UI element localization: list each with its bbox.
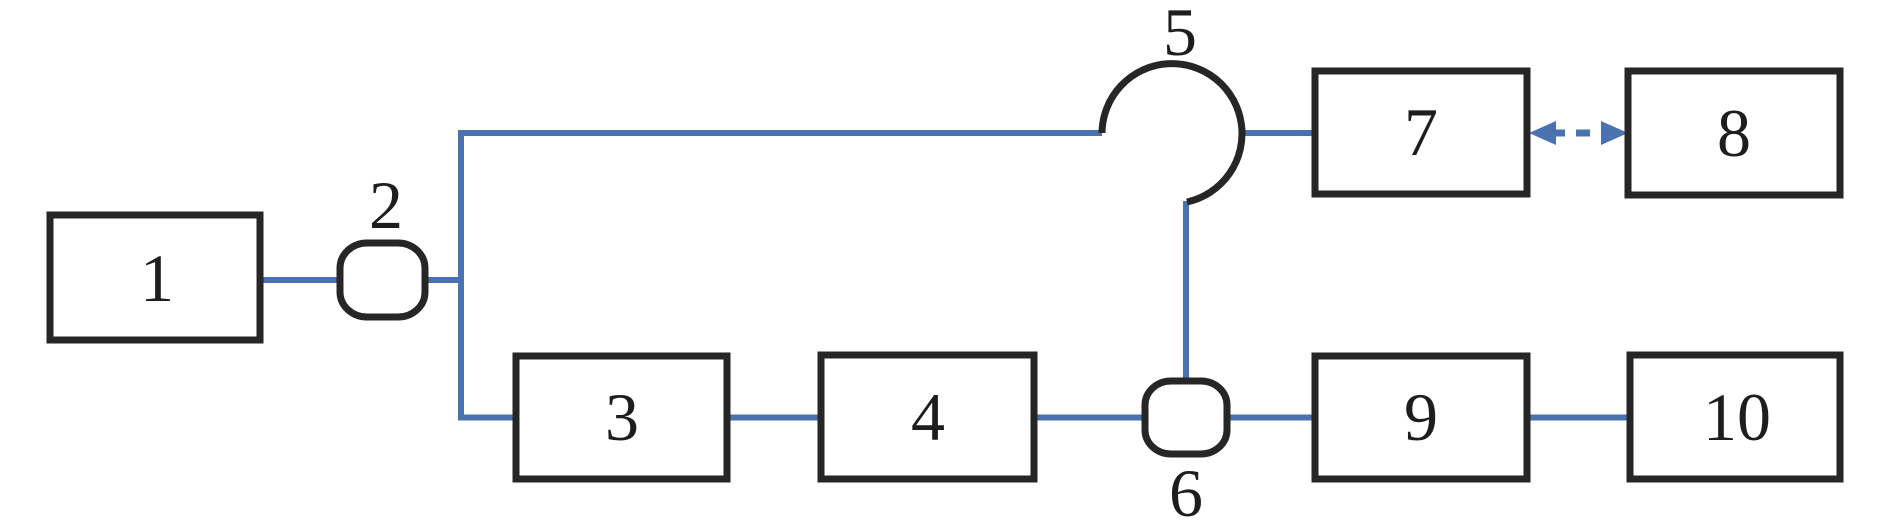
node-7-box <box>1311 67 1531 198</box>
node-8-label: 8 <box>1717 95 1751 171</box>
node-5-label: 5 <box>1163 0 1197 70</box>
node-10-box <box>1626 351 1844 483</box>
node-9-label: 9 <box>1404 379 1438 455</box>
node-4-box <box>817 351 1038 483</box>
connector-junction-to-5-top-line <box>458 130 1102 421</box>
node-7-label: 7 <box>1404 94 1438 170</box>
dashed-double-arrow-7-8 <box>1529 121 1628 145</box>
node-3-box <box>512 352 731 483</box>
node-10-label: 10 <box>1703 379 1771 455</box>
node-1-box <box>46 211 264 344</box>
node-8-box <box>1624 67 1844 199</box>
node-5-loop <box>1098 60 1246 206</box>
node-1-label: 1 <box>140 240 174 316</box>
node-labels: 1 2 3 4 5 6 7 8 9 10 <box>140 0 1771 531</box>
node-3-label: 3 <box>605 379 639 455</box>
node-9-box <box>1311 352 1531 483</box>
node-6-coupler <box>1141 377 1231 458</box>
arrowhead-right-icon <box>1601 121 1628 145</box>
arrowhead-left-icon <box>1529 121 1556 145</box>
node-2-label: 2 <box>369 167 403 243</box>
node-2-coupler <box>336 239 429 321</box>
node-6-label: 6 <box>1169 455 1203 531</box>
node-4-label: 4 <box>911 379 945 455</box>
